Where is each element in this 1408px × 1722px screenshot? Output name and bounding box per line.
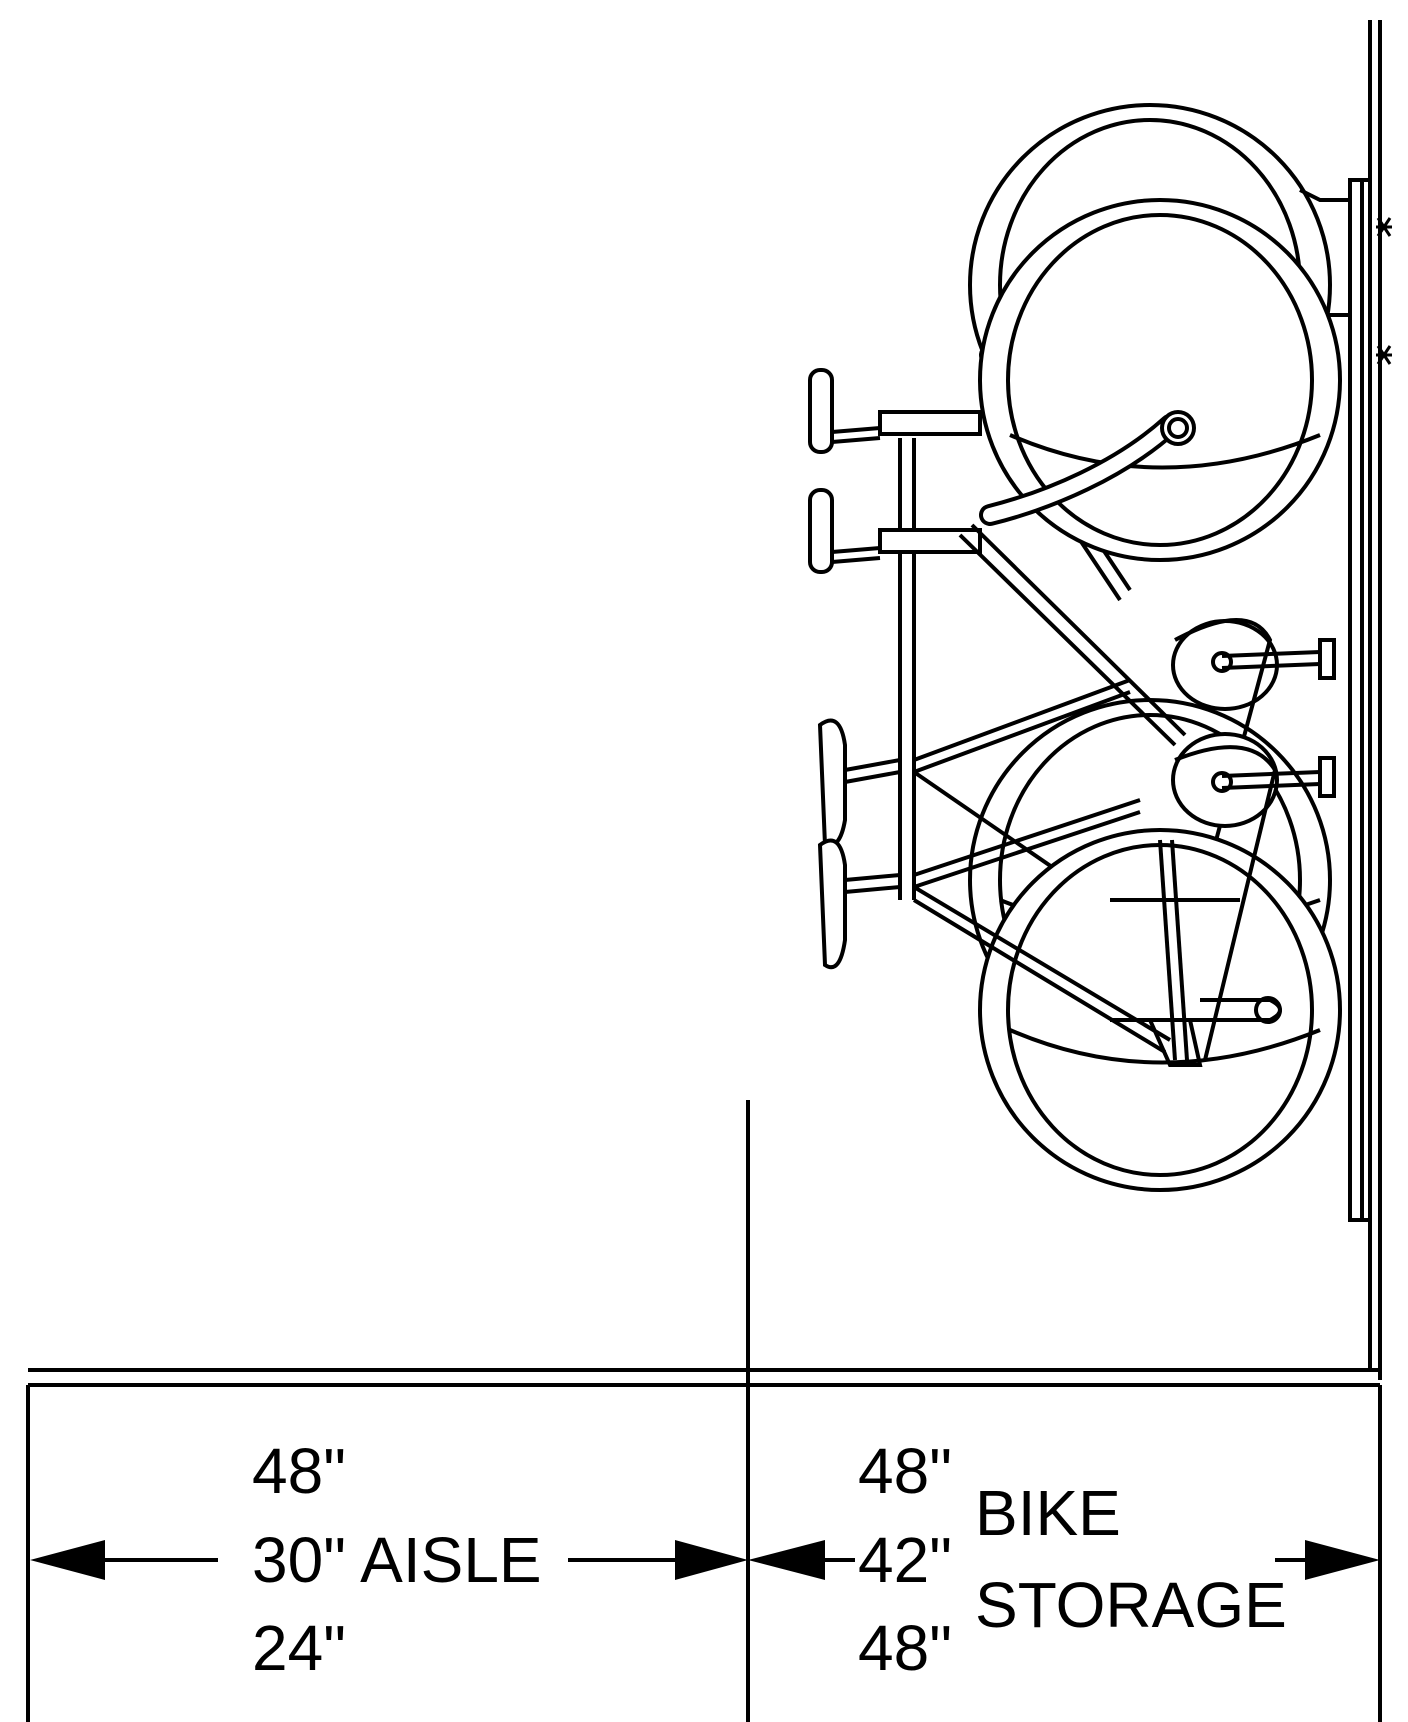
wall-anchor-mark <box>1376 345 1392 365</box>
storage-depth-bottom: 48" <box>858 1612 952 1684</box>
storage-label-line2: STORAGE <box>975 1569 1287 1641</box>
aisle-dimension-arrow <box>30 1540 748 1580</box>
wall-anchor-mark <box>1376 217 1392 237</box>
aisle-width-top: 48" <box>252 1435 346 1507</box>
storage-depth-top: 48" <box>858 1435 952 1507</box>
bike-lower <box>808 198 1342 1192</box>
storage-dimension-labels: 48" 42" 48" BIKE STORAGE <box>858 1435 1287 1684</box>
aisle-width-bottom: 24" <box>252 1612 346 1684</box>
storage-depth-middle: 42" <box>858 1524 952 1596</box>
rear-wheel <box>978 828 1342 1192</box>
storage-dimension-arrow <box>748 1540 1380 1580</box>
wall-rack <box>1299 178 1392 1222</box>
storage-label-line1: BIKE <box>975 1477 1121 1549</box>
dimension-lines <box>26 1100 1382 1722</box>
front-wheel <box>978 198 1342 562</box>
aisle-width-label: 30" AISLE <box>252 1524 542 1596</box>
aisle-dimension-labels: 48" 30" AISLE 24" <box>252 1435 542 1684</box>
